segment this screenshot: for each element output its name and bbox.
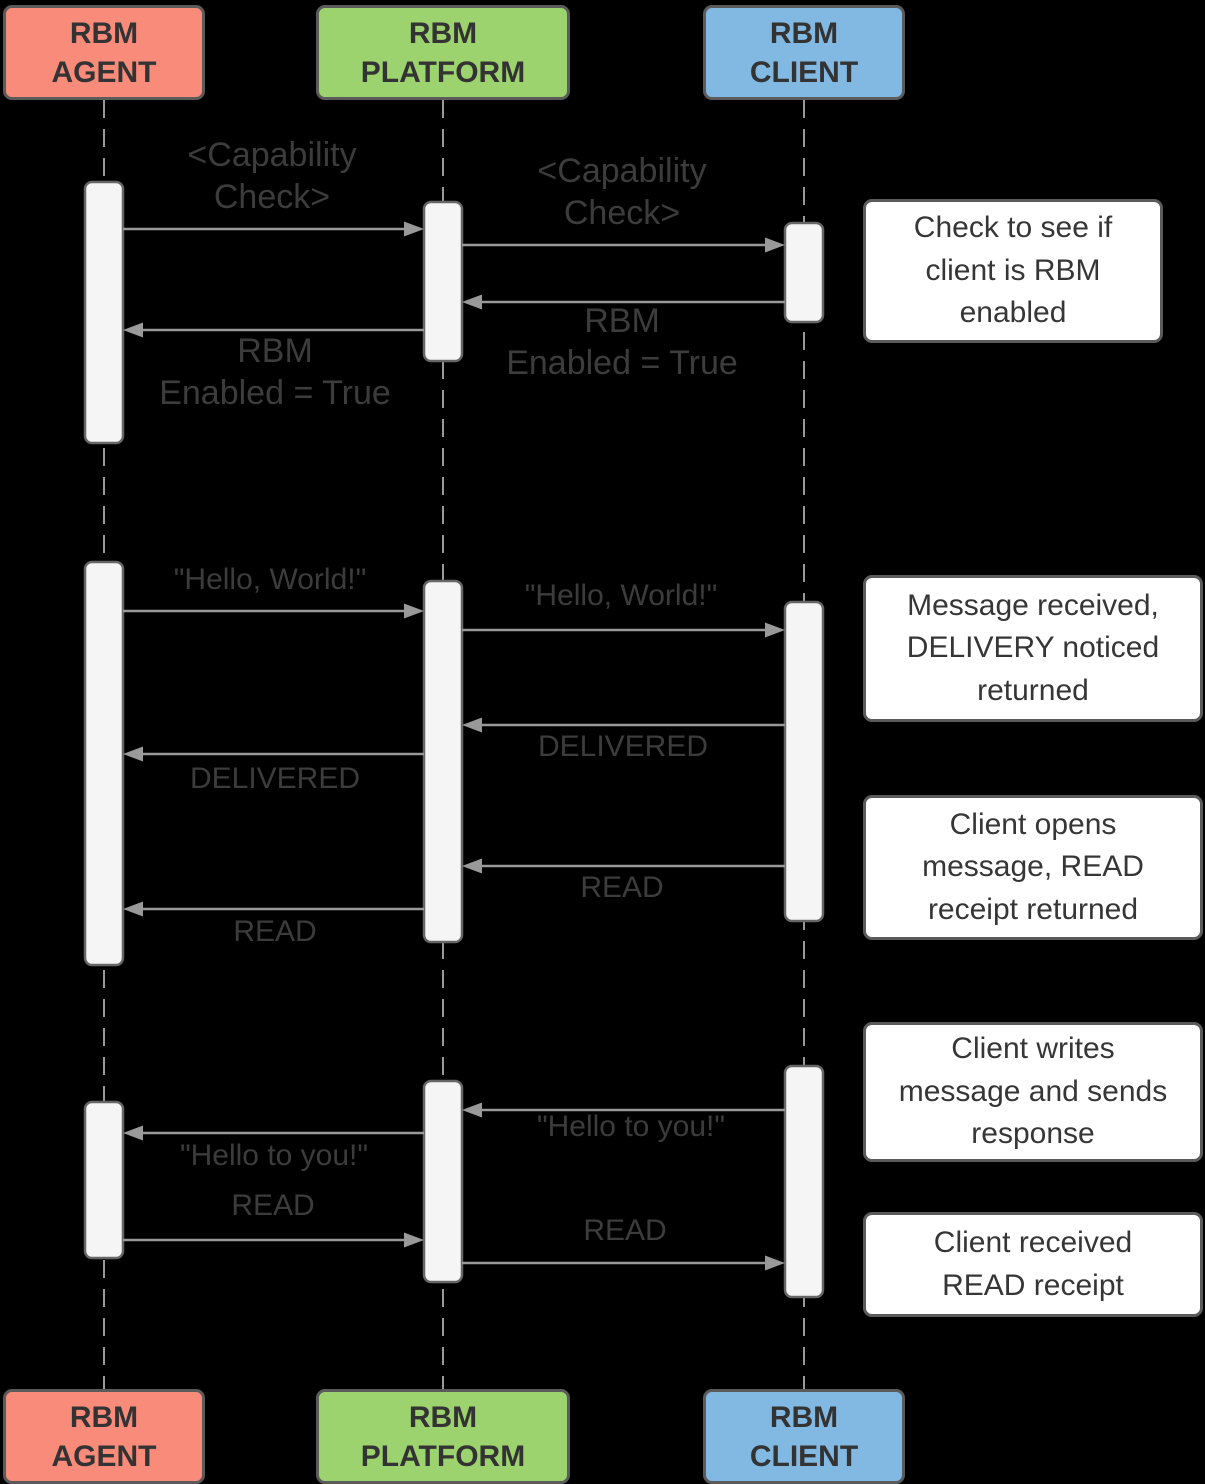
message-label-3: RBM Enabled = True — [159, 331, 391, 415]
message-label-0: <Capability Check> — [187, 135, 356, 219]
message-label-5: "Hello, World!" — [525, 578, 717, 614]
message-label-11: "Hello to you!" — [180, 1138, 368, 1174]
note-2-text: Client opens message, READ receipt retur… — [922, 807, 1144, 926]
message-label-3-text: RBM Enabled = True — [159, 332, 391, 412]
message-label-7-text: DELIVERED — [189, 762, 361, 795]
note-2: Client opens message, READ receipt retur… — [863, 795, 1203, 940]
message-label-4: "Hello, World!" — [174, 562, 366, 598]
activation-bar-client-8 — [783, 1064, 825, 1299]
arrowhead-icon — [765, 237, 785, 253]
arrowhead-icon — [404, 221, 424, 237]
message-label-4-text: "Hello, World!" — [173, 563, 367, 596]
actor-box-agent-bottom-text: RBM AGENT — [51, 1400, 157, 1473]
arrowhead-icon — [123, 322, 143, 338]
arrowhead-icon — [123, 901, 143, 917]
message-label-9-text: READ — [233, 915, 317, 948]
actor-box-client-bottom-text: RBM CLIENT — [749, 1400, 859, 1473]
message-label-9: READ — [233, 914, 316, 950]
message-label-1: <Capability Check> — [537, 151, 706, 235]
actor-box-platform-top: RBM PLATFORM — [316, 5, 570, 100]
activation-bar-client-7 — [783, 600, 825, 923]
actor-box-agent-bottom: RBM AGENT — [3, 1389, 205, 1484]
activation-bar-platform-3 — [422, 200, 464, 363]
arrowhead-icon — [404, 1232, 424, 1248]
message-label-13-text: READ — [583, 1214, 667, 1247]
arrowhead-icon — [462, 294, 482, 310]
activation-bar-agent-0 — [83, 180, 125, 445]
message-label-0-text: <Capability Check> — [187, 136, 357, 216]
message-label-7: DELIVERED — [190, 761, 360, 797]
note-1-text: Message received, DELIVERY noticed retur… — [906, 588, 1160, 707]
message-label-13: READ — [583, 1213, 666, 1249]
arrowhead-icon — [765, 622, 785, 638]
actor-box-platform-bottom-text: RBM PLATFORM — [360, 1400, 526, 1473]
message-label-6: DELIVERED — [538, 729, 708, 765]
activation-bar-agent-2 — [83, 1100, 125, 1260]
message-label-8-text: READ — [580, 871, 664, 904]
message-label-1-text: <Capability Check> — [537, 152, 707, 232]
message-label-2: RBM Enabled = True — [506, 301, 738, 385]
activation-bar-platform-5 — [422, 1079, 464, 1284]
message-label-12-text: READ — [231, 1189, 315, 1222]
message-label-8: READ — [580, 870, 663, 906]
message-label-5-text: "Hello, World!" — [524, 579, 718, 612]
arrowhead-icon — [123, 1125, 143, 1141]
actor-box-agent-top: RBM AGENT — [3, 5, 205, 100]
arrowhead-icon — [765, 1255, 785, 1271]
activation-bar-agent-1 — [83, 560, 125, 967]
actor-box-client-top-text: RBM CLIENT — [749, 16, 859, 89]
note-0-text: Check to see if client is RBM enabled — [913, 211, 1113, 330]
note-1: Message received, DELIVERY noticed retur… — [863, 575, 1203, 722]
actor-box-agent-top-text: RBM AGENT — [51, 16, 157, 89]
arrowhead-icon — [462, 1102, 482, 1118]
actor-box-client-top: RBM CLIENT — [703, 5, 905, 100]
arrowhead-icon — [404, 603, 424, 619]
message-label-12: READ — [231, 1188, 314, 1224]
arrowhead-icon — [462, 717, 482, 733]
message-label-11-text: "Hello to you!" — [179, 1139, 369, 1172]
note-3: Client writes message and sends response — [863, 1022, 1203, 1162]
note-3-text: Client writes message and sends response — [898, 1032, 1168, 1151]
activation-bar-client-6 — [783, 221, 825, 324]
message-label-2-text: RBM Enabled = True — [506, 302, 738, 382]
arrowhead-icon — [123, 746, 143, 762]
message-label-10: "Hello to you!" — [537, 1109, 725, 1145]
activation-bar-platform-4 — [422, 579, 464, 944]
actor-box-platform-bottom: RBM PLATFORM — [316, 1389, 570, 1484]
note-4-text: Client received READ receipt — [933, 1225, 1133, 1302]
note-4: Client received READ receipt — [863, 1212, 1203, 1317]
actor-box-client-bottom: RBM CLIENT — [703, 1389, 905, 1484]
message-label-10-text: "Hello to you!" — [536, 1110, 726, 1143]
message-label-6-text: DELIVERED — [537, 730, 709, 763]
actor-box-platform-top-text: RBM PLATFORM — [360, 16, 526, 89]
note-0: Check to see if client is RBM enabled — [863, 199, 1163, 343]
arrowhead-icon — [462, 858, 482, 874]
